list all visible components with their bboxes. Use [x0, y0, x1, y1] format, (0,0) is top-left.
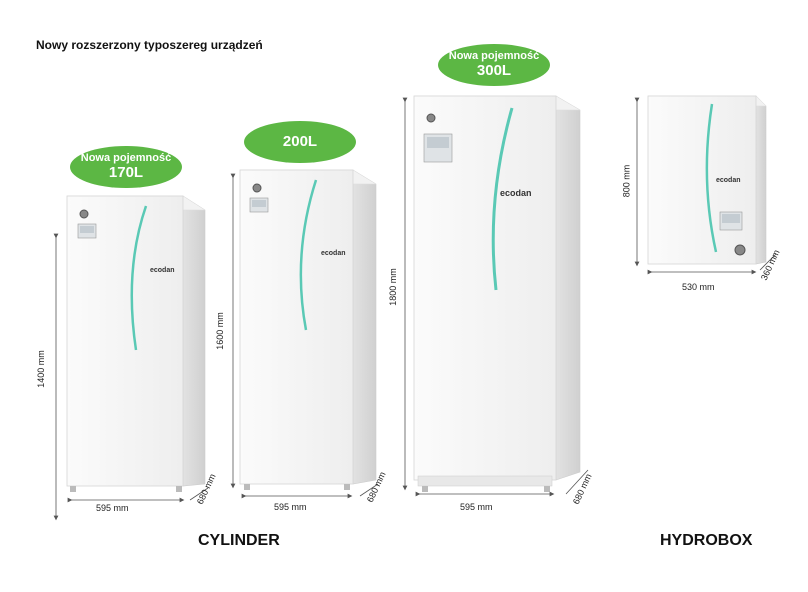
cylinder-170l: ecodan: [66, 195, 206, 492]
height-label-170l: 1400 mm: [35, 350, 46, 388]
badge-170l-line1: Nowa pojemność: [80, 152, 172, 165]
badge-170l: Nowa pojemność 170L: [70, 146, 182, 188]
badge-200l-capacity: 200L: [282, 133, 318, 151]
badge-300l-line1: Nowa pojemność: [448, 50, 540, 63]
height-label-200l: 1600 mm: [214, 312, 225, 350]
height-label-hydrobox: 800 mm: [621, 164, 632, 198]
cylinder-200l: ecodan: [239, 169, 377, 490]
badge-300l: Nowa pojemność 300L: [438, 44, 550, 86]
width-label-200l: 595 mm: [274, 502, 307, 512]
height-label-300l: 1800 mm: [387, 268, 398, 306]
svg-text:ecodan: ecodan: [500, 188, 532, 198]
svg-text:ecodan: ecodan: [716, 177, 741, 184]
width-label-300l: 595 mm: [460, 502, 493, 512]
width-label-hydrobox: 530 mm: [682, 282, 715, 292]
badge-200l: 200L: [244, 121, 356, 163]
cylinder-label: CYLINDER: [198, 532, 280, 549]
page-heading: Nowy rozszerzony typoszereg urządzeń: [36, 38, 263, 52]
svg-text:ecodan: ecodan: [321, 250, 346, 257]
hydrobox-unit: ecodan: [647, 95, 767, 265]
svg-text:ecodan: ecodan: [150, 267, 175, 274]
hydrobox-label: HYDROBOX: [660, 532, 753, 549]
badge-170l-capacity: 170L: [108, 163, 144, 181]
badge-300l-capacity: 300L: [476, 61, 512, 79]
cylinder-300l: ecodan: [413, 95, 581, 492]
width-label-170l: 595 mm: [96, 503, 129, 513]
